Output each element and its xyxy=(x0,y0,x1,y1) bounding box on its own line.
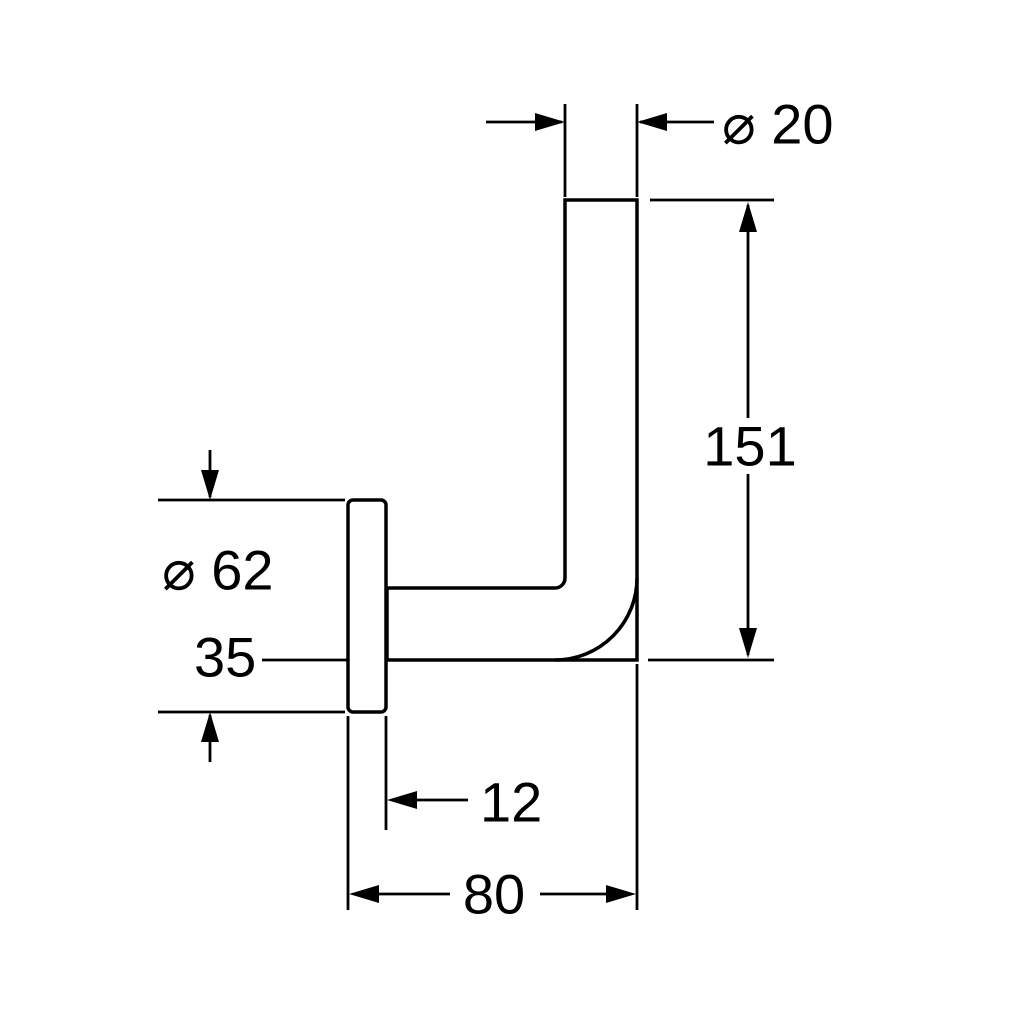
dimension-label-bar-height: 151 xyxy=(703,415,796,478)
arrow-right-icon xyxy=(606,885,636,903)
arrow-down-icon xyxy=(739,628,757,658)
arrow-right-icon xyxy=(535,113,565,131)
arrow-left-icon xyxy=(387,791,417,809)
dimension-label-depth: 80 xyxy=(463,863,525,926)
label-mask xyxy=(450,866,540,922)
holder-bar-outline xyxy=(385,198,639,662)
dimension-label-bar-diameter: ⌀ 20 xyxy=(722,93,834,156)
dimension-label-offset: 35 xyxy=(194,626,256,689)
dimension-label-plate-thickness: 12 xyxy=(480,771,542,834)
dimension-label-plate-diameter: ⌀ 62 xyxy=(162,539,274,602)
arrow-down-icon xyxy=(201,470,219,500)
label-mask xyxy=(700,418,800,474)
arrow-up-icon xyxy=(201,712,219,742)
arrow-up-icon xyxy=(739,202,757,232)
wall-plate xyxy=(346,498,388,714)
bend-arc xyxy=(554,577,639,662)
arrow-left-icon xyxy=(349,885,379,903)
